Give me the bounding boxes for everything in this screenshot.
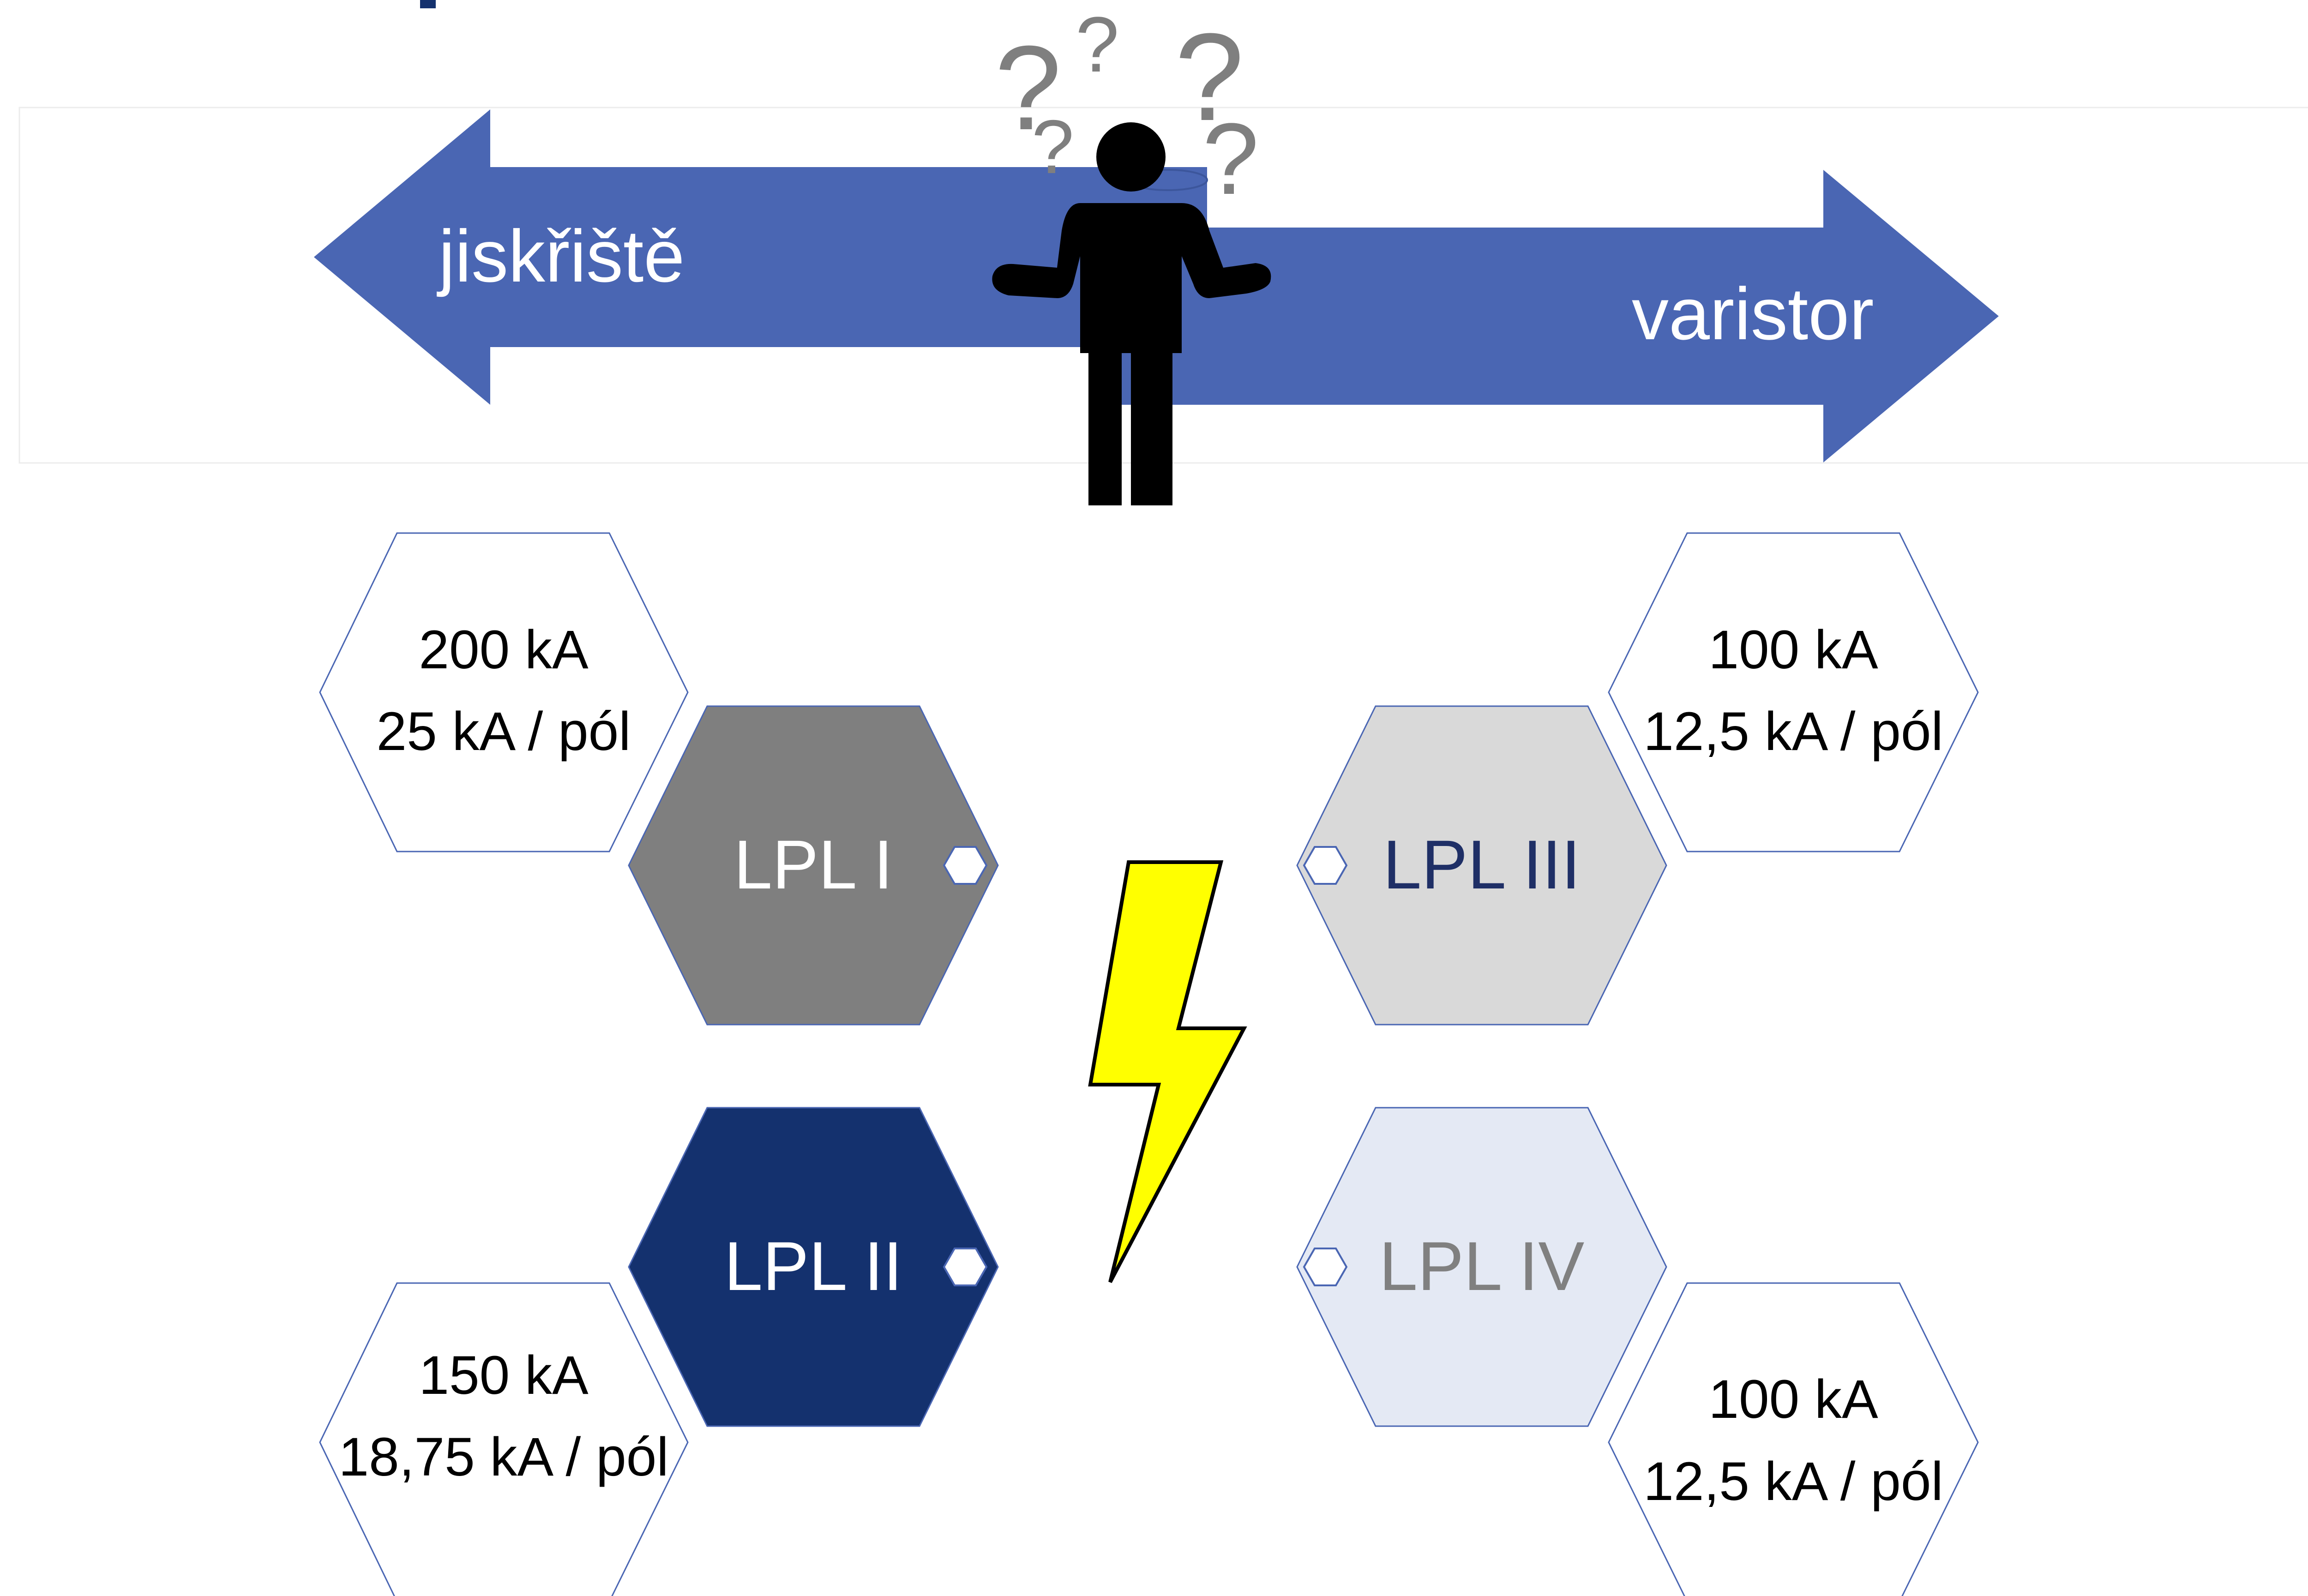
lpl-i-current-total: 200 kA (419, 619, 589, 680)
lpl-iv-hexagon (1296, 1107, 1667, 1427)
lpl-ii-current-per-pole: 18,75 kA / pól (338, 1427, 668, 1488)
question-mark-icon: ? (1032, 104, 1074, 189)
question-mark-icon: ? (1175, 8, 1244, 147)
question-mark-icon: ? (995, 21, 1062, 155)
lpl-i-small-hexagon-icon (943, 846, 988, 885)
lpl-iii-group: 100 kA 12,5 kA / pól LPL III (1296, 532, 1979, 1026)
lpl-iv-current-hexagon (1608, 1282, 1979, 1596)
spark-gap-arrow: jiskřiště (314, 109, 1208, 405)
lpl-ii-hexagon (628, 1107, 999, 1427)
lpl-i-current-per-pole: 25 kA / pól (376, 701, 631, 762)
lpl-ii-small-hexagon-icon (943, 1248, 988, 1286)
lpl-i-group: 200 kA 25 kA / pól LPL I (319, 532, 999, 1026)
lpl-iii-label: LPL III (1383, 826, 1581, 903)
person-body (992, 203, 1271, 505)
varistor-arrow: varistor (1089, 170, 1999, 462)
left-arrow-shape (314, 109, 1207, 405)
lpl-i-current-hexagon (319, 532, 689, 852)
lpl-iv-group: LPL IV 100 kA 12,5 kA / pól (1296, 1107, 1979, 1596)
question-marks: ? ? ? ? ? (995, 1, 1259, 216)
lpl-iii-small-hexagon-icon (1303, 846, 1348, 885)
spark-gap-label: jiskřiště (437, 215, 685, 297)
varistor-label: varistor (1632, 272, 1874, 355)
lpl-i-label: LPL I (734, 826, 893, 903)
lpl-ii-group: LPL II 150 kA 18,75 kA / pól (319, 1107, 999, 1596)
right-arrow-shape (1089, 170, 1999, 462)
lpl-iv-small-hexagon-icon (1303, 1248, 1348, 1286)
person-head (1096, 122, 1166, 192)
confused-person-figure (992, 122, 1271, 505)
lpl-ii-label: LPL II (724, 1227, 902, 1305)
lpl-iii-hexagon (1296, 705, 1667, 1026)
lpl-ii-current-hexagon (319, 1282, 689, 1596)
question-mark-icon: ? (1076, 1, 1119, 89)
title-fragment (420, 0, 436, 8)
lpl-iii-current-hexagon (1608, 532, 1979, 852)
lpl-iv-current-per-pole: 12,5 kA / pól (1643, 1451, 1943, 1512)
question-mark-icon: ? (1202, 102, 1259, 216)
arrow-frame (18, 107, 2308, 464)
lpl-iv-current-total: 100 kA (1708, 1369, 1878, 1430)
lpl-i-hexagon (628, 705, 999, 1026)
lpl-iii-current-total: 100 kA (1708, 619, 1878, 680)
lightning-bolt-icon (1088, 860, 1247, 1283)
lpl-ii-current-total: 150 kA (419, 1345, 589, 1406)
lpl-iv-label: LPL IV (1379, 1227, 1585, 1305)
lpl-iii-current-per-pole: 12,5 kA / pól (1643, 701, 1943, 762)
